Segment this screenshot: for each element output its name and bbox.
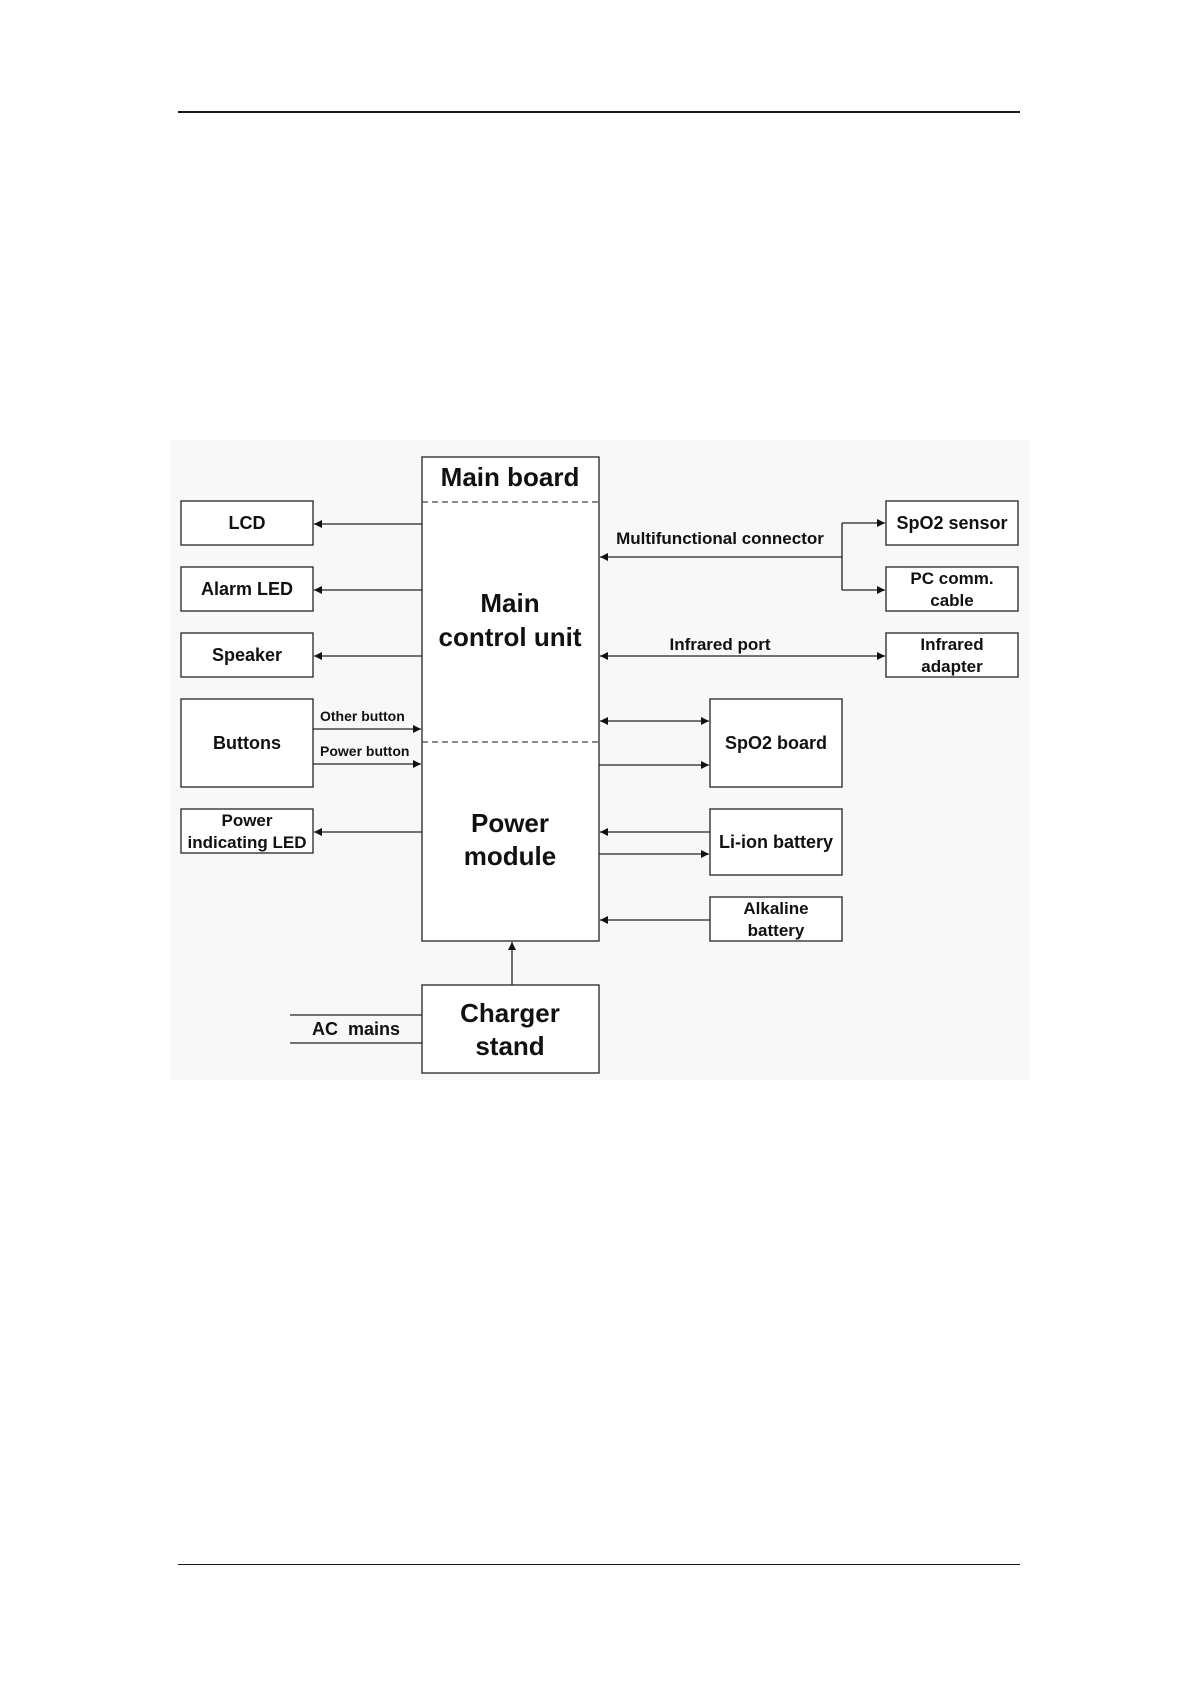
alkaline-battery-label-1: Alkaline bbox=[743, 899, 808, 918]
ac-mains-label: AC mains bbox=[312, 1019, 400, 1039]
block-diagram-svg: Main board Main control unit Power modul… bbox=[170, 440, 1030, 1080]
pc-comm-cable-label-1: PC comm. bbox=[910, 569, 993, 588]
multifunctional-connector-label: Multifunctional connector bbox=[616, 529, 824, 548]
power-module-label-2: module bbox=[464, 841, 556, 871]
header-rule bbox=[178, 111, 1020, 113]
buttons-label: Buttons bbox=[213, 733, 281, 753]
main-board-title: Main board bbox=[441, 462, 580, 492]
other-button-label: Other button bbox=[320, 708, 405, 724]
li-ion-battery-label: Li-ion battery bbox=[719, 832, 833, 852]
power-indicating-led-label-1: Power bbox=[221, 811, 272, 830]
lcd-label: LCD bbox=[229, 513, 266, 533]
alkaline-battery-label-2: battery bbox=[748, 921, 805, 940]
speaker-label: Speaker bbox=[212, 645, 282, 665]
main-control-unit-label-1: Main bbox=[480, 588, 539, 618]
block-diagram: Main board Main control unit Power modul… bbox=[170, 440, 1030, 1080]
power-indicating-led-label-2: indicating LED bbox=[188, 833, 307, 852]
pc-comm-cable-label-2: cable bbox=[930, 591, 973, 610]
charger-stand-label-1: Charger bbox=[460, 998, 560, 1028]
infrared-adapter-label-2: adapter bbox=[921, 657, 983, 676]
footer-rule bbox=[178, 1564, 1020, 1565]
power-button-label: Power button bbox=[320, 743, 409, 759]
main-control-unit-label-2: control unit bbox=[439, 622, 582, 652]
infrared-port-label: Infrared port bbox=[669, 635, 770, 654]
alarm-led-label: Alarm LED bbox=[201, 579, 293, 599]
power-module-label-1: Power bbox=[471, 808, 549, 838]
infrared-adapter-label-1: Infrared bbox=[920, 635, 983, 654]
spo2-board-label: SpO2 board bbox=[725, 733, 827, 753]
spo2-sensor-label: SpO2 sensor bbox=[896, 513, 1007, 533]
charger-stand-label-2: stand bbox=[475, 1031, 544, 1061]
